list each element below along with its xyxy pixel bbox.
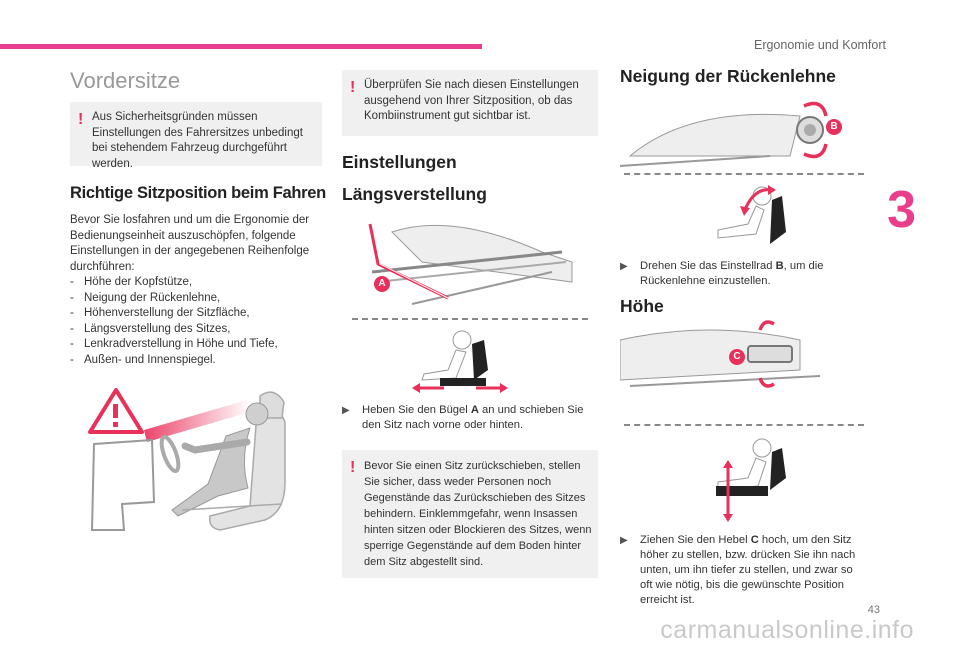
- divider: [352, 318, 588, 320]
- list-item: Außen- und Innenspiegel.: [70, 353, 322, 369]
- safety-note-text: Aus Sicherheitsgründen müssen Einstellun…: [92, 111, 303, 170]
- label-b: B: [826, 119, 842, 135]
- exclamation-icon: !: [350, 79, 356, 96]
- seat-rail-illustration: [352, 212, 592, 312]
- backrest-tilt-icon: [700, 182, 800, 250]
- section-title-settings: Einstellungen: [342, 152, 457, 172]
- page-number: 43: [867, 604, 880, 616]
- warning-note: ! Bevor Sie einen Sitz zurückschieben, s…: [342, 450, 598, 578]
- check-note-text: Überprüfen Sie nach diesen Einstellungen…: [364, 79, 579, 122]
- watermark: carmanualsonline.info: [660, 616, 914, 644]
- adjustment-list: Höhe der Kopfstütze, Neigung der Rückenl…: [70, 275, 322, 368]
- subtitle-height: Höhe: [620, 296, 664, 316]
- height-lever-illustration: [620, 320, 850, 396]
- intro-text: Bevor Sie losfahren und um die Ergonomie…: [70, 214, 310, 273]
- driving-position-illustration: [82, 382, 312, 542]
- label-c: C: [729, 349, 745, 365]
- list-item: Neigung der Rückenlehne,: [70, 291, 322, 307]
- list-item: Höhe der Kopfstütze,: [70, 275, 322, 291]
- check-note: ! Überprüfen Sie nach diesen Einstellung…: [342, 70, 598, 136]
- list-item: Höhenverstellung der Sitzfläche,: [70, 306, 322, 322]
- exclamation-icon: !: [78, 111, 84, 128]
- arrow-right-icon: ▶: [342, 405, 350, 416]
- list-item: Lenkradverstellung in Höhe und Tiefe,: [70, 337, 322, 353]
- warning-note-text: Bevor Sie einen Sitz zurückschieben, ste…: [364, 460, 592, 568]
- accent-bar: [0, 44, 482, 49]
- height-instruction: ▶ Ziehen Sie den Hebel C hoch, um den Si…: [620, 534, 856, 606]
- arrow-right-icon: ▶: [620, 535, 628, 546]
- divider: [624, 173, 864, 175]
- page-title: Vordersitze: [70, 68, 181, 93]
- label-a: A: [374, 276, 390, 292]
- section-header: Ergonomie und Komfort: [753, 38, 886, 52]
- seat-slide-icon: [410, 326, 510, 396]
- section-title-backrest: Neigung der Rückenlehne: [620, 66, 836, 86]
- backrest-knob-illustration: [620, 96, 850, 170]
- section-title-seating: Richtige Sitzposition beim Fahren: [70, 184, 326, 202]
- longitudinal-instruction: ▶ Heben Sie den Bügel A an und schieben …: [342, 404, 584, 431]
- backrest-instruction: ▶ Drehen Sie das Einstellrad B, um die R…: [620, 260, 824, 287]
- list-item: Längsverstellung des Sitzes,: [70, 322, 322, 338]
- subtitle-longitudinal: Längsverstellung: [342, 184, 487, 204]
- divider: [624, 424, 864, 426]
- exclamation-icon: !: [350, 459, 356, 476]
- chapter-number: 3: [887, 181, 916, 239]
- seat-height-icon: [700, 434, 800, 522]
- arrow-right-icon: ▶: [620, 261, 628, 272]
- safety-note: ! Aus Sicherheitsgründen müssen Einstell…: [70, 102, 322, 170]
